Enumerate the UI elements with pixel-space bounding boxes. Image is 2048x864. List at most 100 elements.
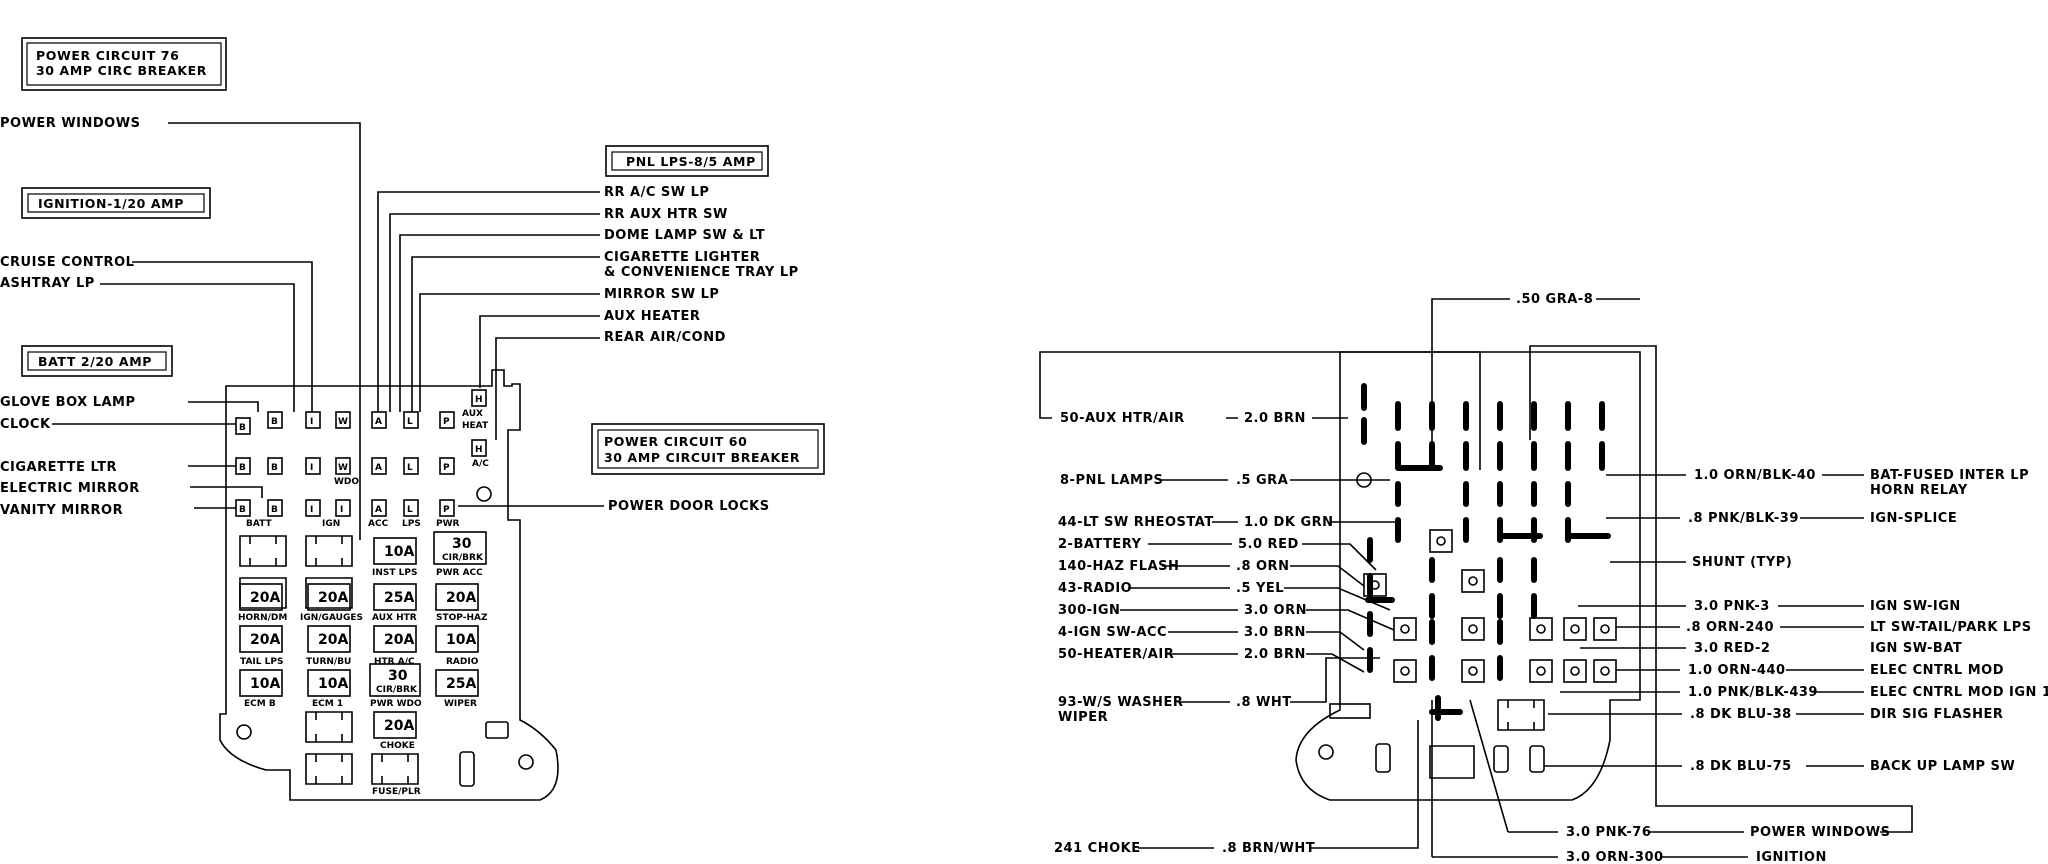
svg-text:5.0 RED: 5.0 RED xyxy=(1238,537,1299,552)
svg-text:30: 30 xyxy=(388,668,408,684)
fuse-columns xyxy=(1361,383,1611,721)
fuse-slots: 10A INST LPS 30 CIR/BRK PWR ACC 20A HORN… xyxy=(238,531,488,797)
label-ashtray-lp: ASHTRAY LP xyxy=(0,276,95,291)
svg-text:B: B xyxy=(239,505,246,515)
label-rear-air-cond: REAR AIR/COND xyxy=(604,330,726,345)
svg-text:POWER WINDOWS: POWER WINDOWS xyxy=(1750,825,1890,840)
svg-text:FUSE/PLR: FUSE/PLR xyxy=(372,787,421,797)
svg-text:BATT 2/20 AMP: BATT 2/20 AMP xyxy=(38,354,152,369)
svg-text:3.0 RED-2: 3.0 RED-2 xyxy=(1694,641,1770,656)
svg-text:2-BATTERY: 2-BATTERY xyxy=(1058,537,1142,552)
svg-text:POWER CIRCUIT 60: POWER CIRCUIT 60 xyxy=(604,434,747,449)
label-dome-lamp: DOME LAMP SW & LT xyxy=(604,228,765,243)
label-rr-aux-htr-sw: RR AUX HTR SW xyxy=(604,207,728,222)
svg-text:20A: 20A xyxy=(446,590,476,606)
svg-text:20A: 20A xyxy=(318,590,348,606)
svg-text:BACK UP LAMP SW: BACK UP LAMP SW xyxy=(1870,759,2015,774)
svg-text:POWER CIRCUIT 76: POWER CIRCUIT 76 xyxy=(36,48,179,63)
svg-text:ECM B: ECM B xyxy=(244,699,276,709)
svg-text:TAIL LPS: TAIL LPS xyxy=(240,657,283,667)
svg-text:AUX HTR: AUX HTR xyxy=(372,613,417,623)
svg-text:IGNITION: IGNITION xyxy=(1756,850,1827,864)
svg-text:2.0 BRN: 2.0 BRN xyxy=(1244,647,1306,662)
svg-text:30: 30 xyxy=(452,536,472,552)
svg-text:HEAT: HEAT xyxy=(462,421,489,431)
svg-text:B: B xyxy=(271,505,278,515)
svg-text:3.0 PNK-3: 3.0 PNK-3 xyxy=(1694,599,1770,614)
svg-text:4-IGN SW-ACC: 4-IGN SW-ACC xyxy=(1058,625,1167,640)
svg-text:B: B xyxy=(271,463,278,473)
svg-text:.8 PNK/BLK-39: .8 PNK/BLK-39 xyxy=(1688,511,1799,526)
svg-text:.8 DK BLU-75: .8 DK BLU-75 xyxy=(1690,759,1792,774)
svg-text:AUX: AUX xyxy=(462,409,483,419)
label-cigarette-ltr: CIGARETTE LTR xyxy=(0,460,117,475)
svg-text:3.0 ORN-300: 3.0 ORN-300 xyxy=(1566,850,1664,864)
svg-text:B: B xyxy=(239,463,246,473)
svg-text:HORN RELAY: HORN RELAY xyxy=(1870,483,1968,498)
svg-text:STOP-HAZ: STOP-HAZ xyxy=(436,613,488,623)
svg-text:20A: 20A xyxy=(384,718,414,734)
svg-text:DIR SIG FLASHER: DIR SIG FLASHER xyxy=(1870,707,2003,722)
svg-text:P: P xyxy=(443,463,450,473)
svg-text:A: A xyxy=(375,505,382,515)
label-gra-8: .50 GRA-8 xyxy=(1516,292,1593,307)
svg-text:1.0 ORN-440: 1.0 ORN-440 xyxy=(1688,663,1786,678)
svg-text:10A: 10A xyxy=(384,544,414,560)
svg-text:IGN: IGN xyxy=(322,519,340,529)
svg-text:W: W xyxy=(338,417,348,427)
terminal-grid: B I W A L P H AUX HEAT B B B I W WDO A L… xyxy=(235,389,489,529)
svg-text:IGN SW-IGN: IGN SW-IGN xyxy=(1870,599,1961,614)
label-vanity-mirror: VANITY MIRROR xyxy=(0,503,123,518)
svg-text:W: W xyxy=(338,463,348,473)
svg-text:93-W/S WASHER: 93-W/S WASHER xyxy=(1058,695,1183,710)
svg-text:CIR/BRK: CIR/BRK xyxy=(442,553,484,563)
svg-text:IGN SW-BAT: IGN SW-BAT xyxy=(1870,641,1962,656)
svg-text:3.0 BRN: 3.0 BRN xyxy=(1244,625,1306,640)
label-aux-heater: AUX HEATER xyxy=(604,309,700,324)
svg-text:44-LT SW RHEOSTAT: 44-LT SW RHEOSTAT xyxy=(1058,515,1214,530)
svg-text:WIPER: WIPER xyxy=(1058,710,1108,725)
svg-text:.5 GRA: .5 GRA xyxy=(1236,473,1288,488)
svg-text:H: H xyxy=(475,445,483,455)
svg-text:LT SW-TAIL/PARK LPS: LT SW-TAIL/PARK LPS xyxy=(1870,620,2032,635)
svg-text:20A: 20A xyxy=(250,590,280,606)
svg-text:.8 BRN/WHT: .8 BRN/WHT xyxy=(1222,841,1315,856)
svg-text:ACC: ACC xyxy=(368,519,389,529)
label-cruise-control: CRUISE CONTROL xyxy=(0,255,134,270)
svg-text:2.0 BRN: 2.0 BRN xyxy=(1244,411,1306,426)
svg-text:I: I xyxy=(310,417,313,427)
svg-text:WIPER: WIPER xyxy=(444,699,477,709)
svg-text:8-PNL LAMPS: 8-PNL LAMPS xyxy=(1060,473,1163,488)
right-fuse-panel: .50 GRA-8 xyxy=(1039,292,2048,864)
label-glove-box-lamp: GLOVE BOX LAMP xyxy=(0,395,136,410)
svg-text:1.0 PNK/BLK-439: 1.0 PNK/BLK-439 xyxy=(1688,685,1818,700)
svg-text:1.0 ORN/BLK-40: 1.0 ORN/BLK-40 xyxy=(1694,468,1816,483)
svg-text:10A: 10A xyxy=(446,632,476,648)
svg-text:20A: 20A xyxy=(384,632,414,648)
svg-text:TURN/BU: TURN/BU xyxy=(306,657,351,667)
svg-text:50-HEATER/AIR: 50-HEATER/AIR xyxy=(1058,647,1174,662)
svg-text:20A: 20A xyxy=(318,632,348,648)
svg-text:1.0 DK GRN: 1.0 DK GRN xyxy=(1244,515,1334,530)
right-panel-left-labels: 50-AUX HTR/AIR 2.0 BRN 8-PNL LAMPS .5 GR… xyxy=(1039,351,1481,856)
svg-text:50-AUX HTR/AIR: 50-AUX HTR/AIR xyxy=(1060,411,1185,426)
svg-text:PWR ACC: PWR ACC xyxy=(436,568,483,578)
svg-text:IGN-SPLICE: IGN-SPLICE xyxy=(1870,511,1957,526)
svg-text:140-HAZ FLASH: 140-HAZ FLASH xyxy=(1058,559,1179,574)
svg-text:LPS: LPS xyxy=(402,519,421,529)
power-circuit-76-box: POWER CIRCUIT 76 30 AMP CIRC BREAKER xyxy=(21,37,227,91)
batt-box: BATT 2/20 AMP xyxy=(21,345,173,377)
svg-text:.5 YEL: .5 YEL xyxy=(1236,581,1284,596)
svg-text:.8 DK BLU-38: .8 DK BLU-38 xyxy=(1690,707,1792,722)
terminal-circles xyxy=(1363,529,1617,683)
svg-text:HORN/DM: HORN/DM xyxy=(238,613,287,623)
svg-text:SHUNT (TYP): SHUNT (TYP) xyxy=(1692,555,1792,570)
svg-text:30 AMP CIRC BREAKER: 30 AMP CIRC BREAKER xyxy=(36,63,207,78)
label-convenience-tray: & CONVENIENCE TRAY LP xyxy=(604,265,799,280)
svg-text:ELEC CNTRL MOD: ELEC CNTRL MOD xyxy=(1870,663,2004,678)
svg-text:A: A xyxy=(375,463,382,473)
svg-text:HTR A/C: HTR A/C xyxy=(374,657,415,667)
svg-text:10A: 10A xyxy=(318,676,348,692)
svg-text:ELEC CNTRL MOD IGN 1: ELEC CNTRL MOD IGN 1 xyxy=(1870,685,2048,700)
